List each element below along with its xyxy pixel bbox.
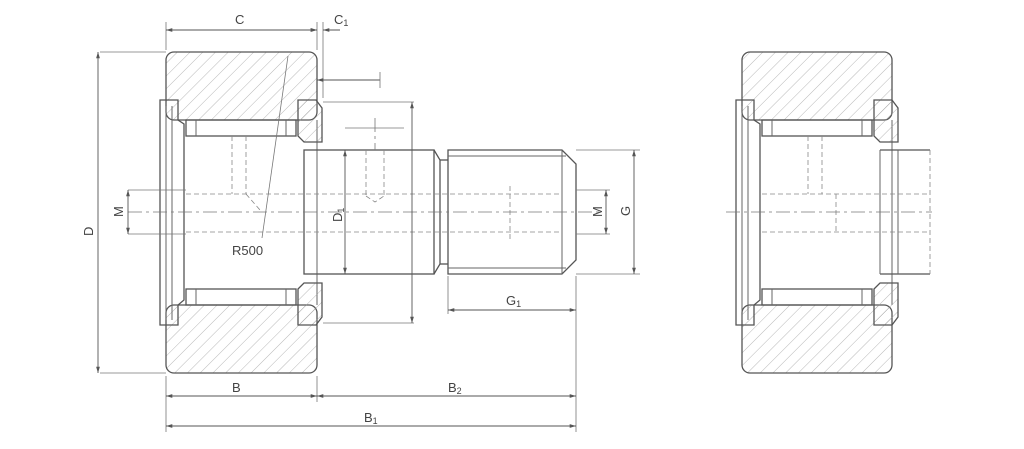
needle-roller-bottom-right — [761, 288, 873, 306]
dim-label-m-left: M — [111, 206, 126, 217]
left-side-plate-right — [735, 99, 761, 326]
yoke-type-view — [726, 51, 932, 374]
right-flange-bottom — [297, 282, 323, 326]
dim-label-d: D — [81, 227, 96, 236]
right-flange-bottom-right — [873, 282, 899, 326]
dimension-lines — [96, 22, 640, 432]
dim-label-c1: C1 — [334, 12, 348, 28]
dim-label-d1: D1 — [330, 208, 346, 222]
outer-ring-top-section-right — [741, 51, 893, 121]
dim-label-g: G — [618, 206, 633, 216]
dim-label-b: B — [232, 380, 241, 395]
needle-roller-top — [185, 119, 297, 137]
lubrication-hole-hidden-lines — [186, 136, 560, 240]
dim-label-m-right: M — [590, 206, 605, 217]
inner-ring-right — [879, 149, 931, 275]
dim-label-r500: R500 — [232, 243, 263, 258]
needle-roller-bottom — [185, 288, 297, 306]
dim-label-g1: G1 — [506, 293, 521, 309]
right-flange-top-right — [873, 99, 899, 143]
outer-ring-bottom-section-right — [741, 304, 893, 374]
outer-ring-top-section — [165, 51, 318, 121]
left-side-plate — [159, 99, 185, 326]
stud-shank — [303, 149, 448, 275]
needle-roller-top-right — [761, 119, 873, 137]
outer-ring-bottom-section — [165, 304, 318, 374]
dim-label-c: C — [235, 12, 244, 27]
stud-type-view — [128, 51, 600, 374]
dim-label-b2: B2 — [448, 380, 462, 396]
hidden-lines-right — [762, 136, 930, 233]
dim-label-b1: B1 — [364, 410, 378, 426]
right-flange-top — [297, 99, 323, 143]
dimension-labels: C C1 D M D1 R500 M G G1 B B2 B1 — [81, 12, 633, 426]
